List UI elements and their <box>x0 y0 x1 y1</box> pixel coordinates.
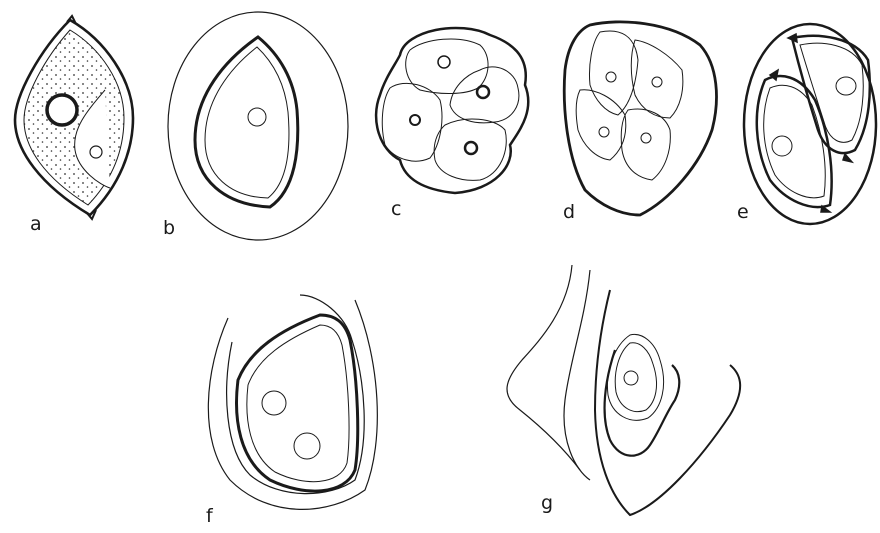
panel-e-tip-mid <box>843 154 852 162</box>
panel-d-cell-4 <box>621 109 670 180</box>
panel-e-drawing <box>744 24 876 224</box>
panel-c-nucleus-right <box>477 86 489 98</box>
panel-f-drawing <box>208 295 377 509</box>
panel-b-label: b <box>163 219 175 238</box>
panel-g-sheath-center <box>564 270 590 480</box>
panel-d-nucleus-3 <box>599 127 609 137</box>
panel-d-cell-3 <box>576 90 626 160</box>
panel-c-nucleus-bottom <box>465 142 477 154</box>
panel-b-nucleus <box>248 108 266 126</box>
panel-c-label: c <box>391 200 401 219</box>
panel-a-label: a <box>30 215 42 234</box>
panel-g-label: g <box>541 494 553 513</box>
panel-d-envelope <box>564 22 716 215</box>
panel-a-drawing <box>15 16 133 219</box>
panel-c-cell-bottom <box>434 119 506 180</box>
panel-a-nucleolus <box>90 146 102 158</box>
panel-g-cell-outer <box>607 334 663 420</box>
panel-b-drawing <box>168 12 348 240</box>
panel-c-cell-right <box>450 67 519 123</box>
panel-c-cell-left <box>382 83 442 161</box>
panel-b-outer-wall <box>195 37 298 207</box>
panel-e-nucleus-upper <box>836 77 856 95</box>
panel-c-nucleus-top <box>438 56 450 68</box>
panel-d-nucleus-2 <box>652 77 662 87</box>
panel-c-nucleus-left <box>410 115 420 125</box>
panel-d-nucleus-4 <box>641 133 651 143</box>
panel-d-drawing <box>564 22 716 215</box>
panel-f-outer-wall <box>237 315 358 491</box>
panel-e-nucleus-lower <box>772 136 792 156</box>
panel-g-sheath-outer <box>595 290 740 515</box>
panel-g-sheath-left <box>507 265 580 470</box>
panel-e-label: e <box>737 203 749 222</box>
panel-f-nucleus-1 <box>262 391 286 415</box>
panel-d-cell-2 <box>631 40 683 118</box>
panel-g-cell-inner <box>615 343 656 412</box>
panel-d-label: d <box>563 203 575 222</box>
panel-g-nucleus <box>624 371 638 385</box>
panel-f-label: f <box>206 507 213 526</box>
panel-c-drawing <box>376 28 528 193</box>
panel-g-sheath-inner <box>605 350 680 456</box>
panel-g-drawing <box>507 265 740 515</box>
panel-b-inner-wall <box>205 47 289 198</box>
panel-e-tip-top <box>788 34 797 42</box>
panel-f-nucleus-2 <box>294 433 320 459</box>
panel-a-nucleus <box>47 95 77 125</box>
panel-d-nucleus-1 <box>606 72 616 82</box>
